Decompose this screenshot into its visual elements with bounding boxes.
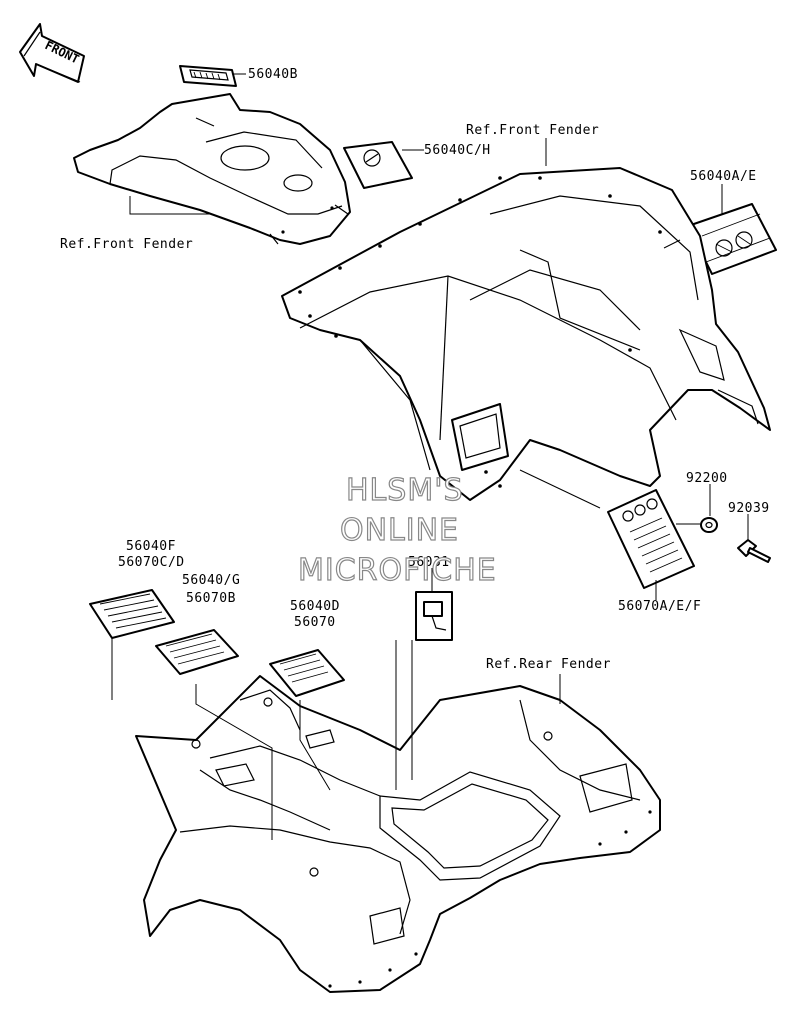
- front-fender-main: [281, 167, 771, 501]
- mat-56040g: [155, 629, 239, 675]
- label-ref-front-fender-right: Ref.Front Fender: [466, 123, 599, 138]
- label-56040ch: 56040C/H: [424, 143, 491, 158]
- label-plate-56040ch: [343, 141, 413, 189]
- label-56040g: 56040/G: [182, 573, 240, 588]
- label-plate-56070aef: [607, 489, 695, 589]
- label-56031: 56031: [408, 555, 450, 570]
- label-92039: 92039: [728, 501, 770, 516]
- label-plate-56040ae: [687, 203, 777, 275]
- part-labels: 56040B 56040C/H Ref.Front Fender 56040A/…: [60, 67, 770, 672]
- rear-fender: [135, 675, 661, 993]
- label-ref-front-fender-left: Ref.Front Fender: [60, 237, 193, 252]
- label-56040d: 56040D: [290, 599, 340, 614]
- mat-56040f: [89, 589, 175, 639]
- washer-92200: [700, 517, 718, 533]
- front-fender-top-left: [73, 93, 351, 245]
- label-56040b: 56040B: [248, 67, 298, 82]
- leader-lines: [111, 73, 749, 840]
- rivet-92039: [737, 539, 771, 563]
- mat-56040d: [269, 649, 345, 697]
- watermark-line2: ONLINE: [340, 513, 459, 548]
- tag-56031: [415, 591, 453, 641]
- watermark-line1: HLSM'S: [346, 473, 464, 508]
- label-56070aef: 56070A/E/F: [618, 599, 701, 614]
- watermark: HLSM'S ONLINE MICROFICHE: [297, 472, 497, 588]
- label-92200: 92200: [686, 471, 728, 486]
- label-56040ae: 56040A/E: [690, 169, 757, 184]
- label-56070b: 56070B: [186, 591, 236, 606]
- label-plate-56040b: [179, 65, 237, 87]
- label-56040f: 56040F: [126, 539, 176, 554]
- front-arrow-icon: FRONT: [19, 23, 85, 83]
- label-ref-rear-fender: Ref.Rear Fender: [486, 657, 611, 672]
- label-56070cd: 56070C/D: [118, 555, 185, 570]
- watermark-line3: MICROFICHE: [298, 553, 497, 588]
- label-56070: 56070: [294, 615, 336, 630]
